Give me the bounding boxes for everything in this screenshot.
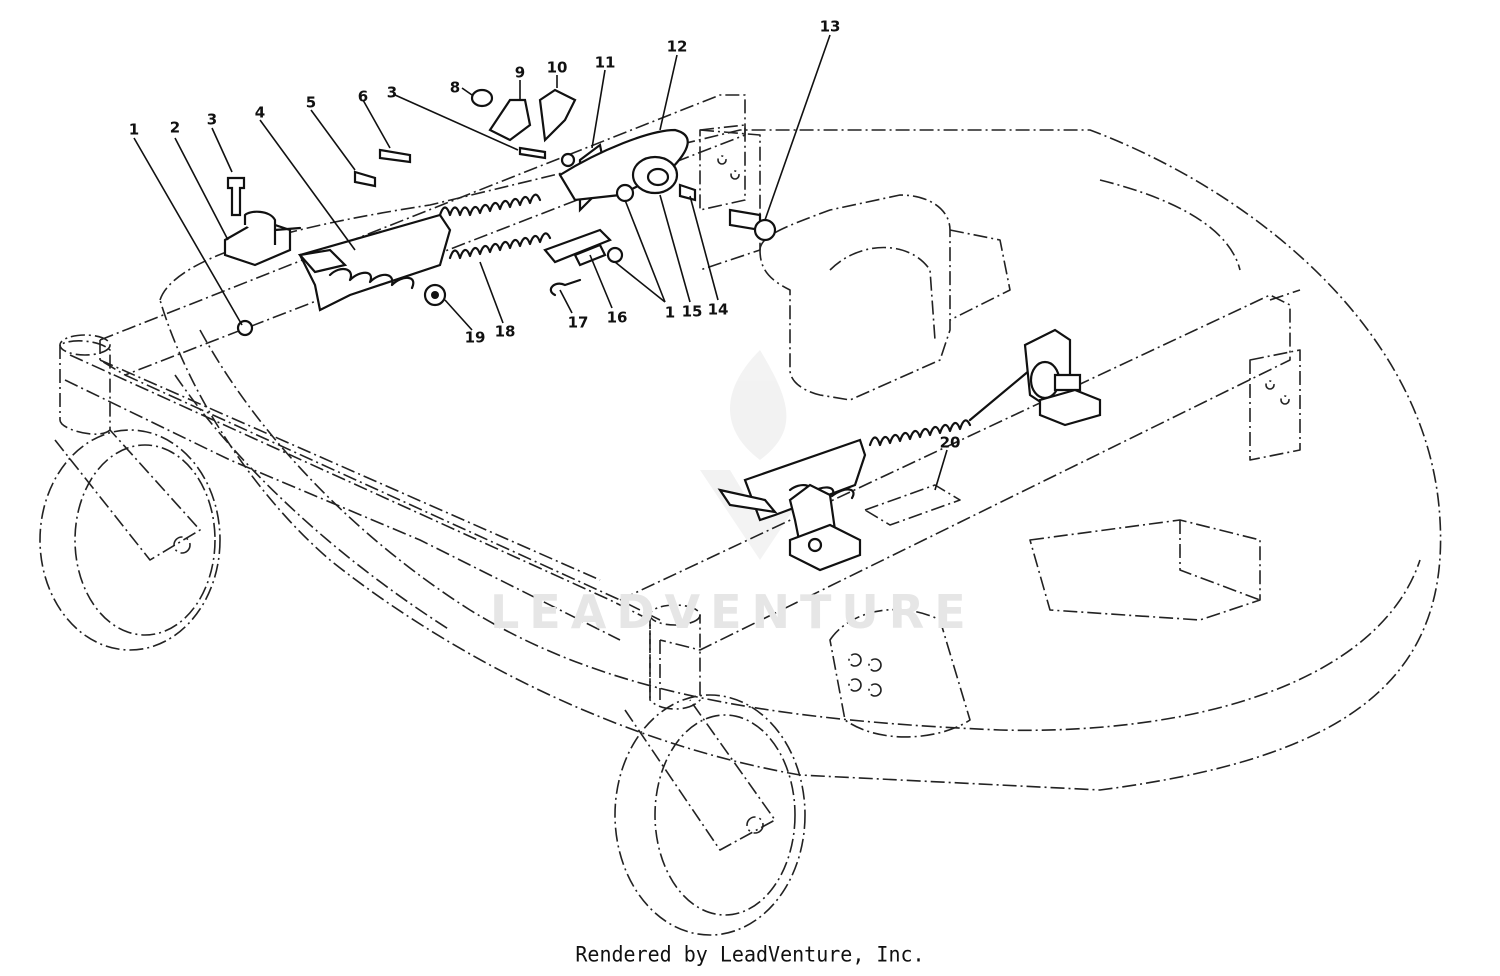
callout-1-lower: 1 (664, 303, 676, 322)
callout-10: 10 (546, 58, 568, 77)
lower-tension-assembly (717, 328, 1102, 572)
callout-20: 20 (939, 433, 961, 452)
callout-6: 6 (357, 87, 369, 106)
center-caster-wheel (614, 604, 806, 936)
callout-18: 18 (494, 322, 516, 341)
callout-19: 19 (464, 328, 486, 347)
callout-5: 5 (305, 93, 317, 112)
upper-tension-assembly (223, 88, 777, 337)
watermark-text: LEADVENTURE (490, 585, 976, 639)
callout-16: 16 (606, 308, 628, 327)
callout-leaders (133, 34, 948, 491)
callout-12: 12 (666, 37, 688, 56)
callout-2: 2 (169, 118, 181, 137)
callout-3: 3 (206, 110, 218, 129)
callout-8: 8 (449, 78, 461, 97)
callout-15: 15 (681, 302, 703, 321)
render-credit: Rendered by LeadVenture, Inc. (575, 941, 925, 967)
callout-13: 13 (819, 17, 841, 36)
callout-9: 9 (514, 63, 526, 82)
callout-14: 14 (707, 300, 729, 319)
callout-17: 17 (567, 313, 589, 332)
callout-3-upper: 3 (386, 83, 398, 102)
left-caster-wheel (39, 334, 221, 651)
mower-deck-outline (64, 94, 1442, 791)
callout-1: 1 (128, 120, 140, 139)
callout-11: 11 (594, 53, 616, 72)
callout-4: 4 (254, 103, 266, 122)
